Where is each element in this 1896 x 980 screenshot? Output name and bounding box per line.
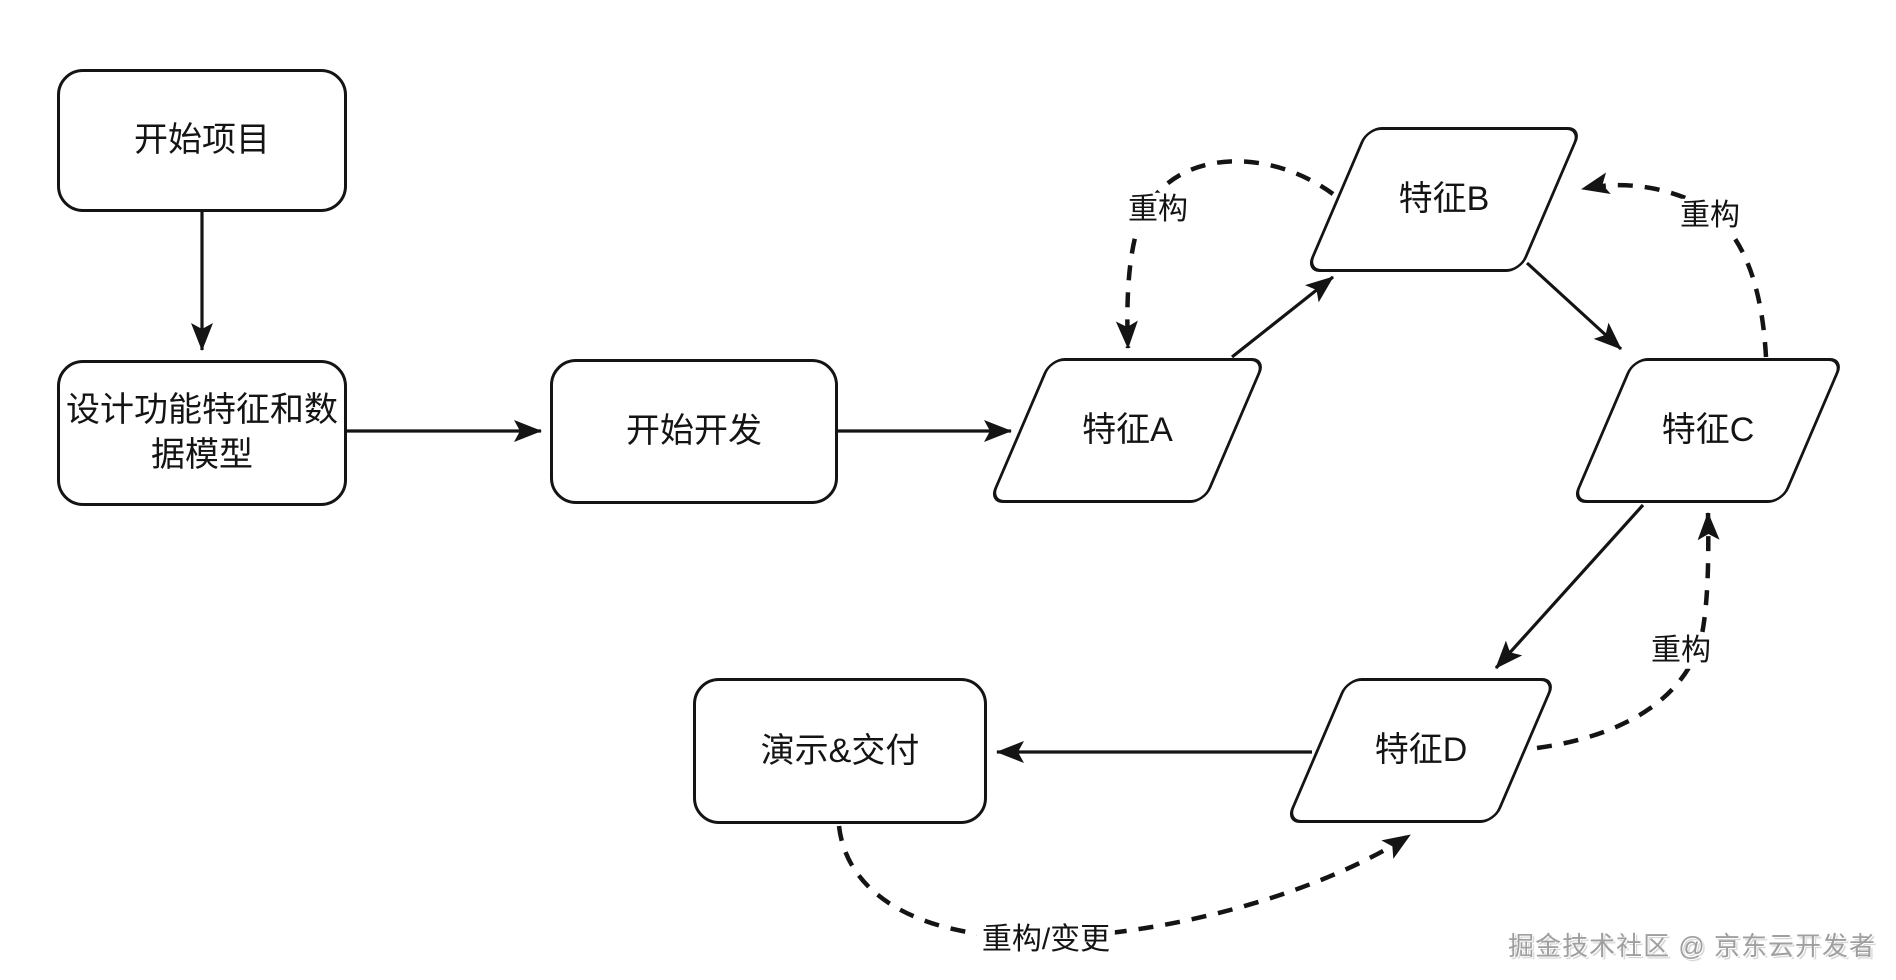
edge-feature-a-to-b <box>1231 275 1334 359</box>
node-feature-b: 特征B <box>1304 127 1583 272</box>
edge-feature-b-to-c <box>1525 261 1623 351</box>
node-feature-c: 特征C <box>1570 358 1845 503</box>
node-feature-d: 特征D <box>1284 678 1557 823</box>
node-design-model: 设计功能特征和数据模型 <box>57 360 347 506</box>
edge-refactor-deliver-to-d <box>836 825 1412 940</box>
node-feature-a: 特征A <box>987 358 1267 503</box>
node-feature-d-label: 特征D <box>1374 731 1468 770</box>
node-start-dev-label: 开始开发 <box>626 412 762 451</box>
edge-label-refactor-d-to-c: 重构 <box>1646 633 1716 669</box>
node-feature-b-label: 特征B <box>1398 180 1490 219</box>
edge-label-refactor-change: 重构/变更 <box>976 922 1116 958</box>
node-design-model-label: 设计功能特征和数据模型 <box>66 391 338 474</box>
edge-feature-c-to-d <box>1494 503 1645 670</box>
node-demo-deliver-label: 演示&交付 <box>760 731 920 770</box>
edge-refactor-b-to-a <box>1115 159 1335 349</box>
node-start-project: 开始项目 <box>57 69 347 212</box>
node-demo-deliver: 演示&交付 <box>693 678 987 824</box>
edge-label-refactor-c-to-b: 重构 <box>1675 198 1745 234</box>
node-feature-c-label: 特征C <box>1661 411 1755 450</box>
watermark-text: 掘金技术社区 @ 京东云开发者 <box>1508 931 1876 961</box>
node-start-dev: 开始开发 <box>550 359 838 504</box>
node-feature-a-label: 特征A <box>1082 411 1173 450</box>
edge-refactor-d-to-c <box>1536 512 1720 751</box>
edge-label-refactor-b-to-a: 重构 <box>1123 192 1193 228</box>
node-start-project-label: 开始项目 <box>134 121 270 160</box>
